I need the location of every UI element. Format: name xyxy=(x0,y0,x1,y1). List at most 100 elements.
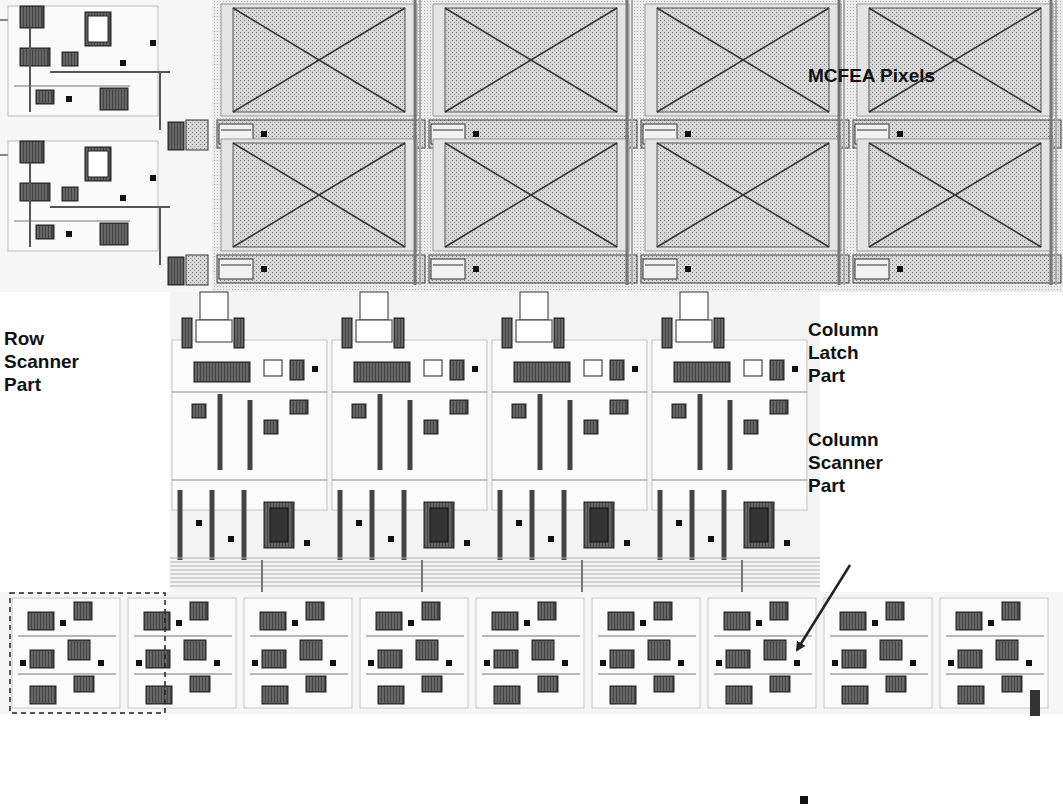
gate-finger xyxy=(458,401,459,413)
column-line xyxy=(1055,135,1057,285)
leader-arrow xyxy=(797,565,850,650)
gate-finger xyxy=(517,687,518,703)
gate-finger xyxy=(746,651,747,667)
gate-finger xyxy=(301,361,302,379)
gate-finger xyxy=(25,7,26,27)
gate-finger xyxy=(41,226,42,238)
gate-finger xyxy=(844,651,845,667)
transistor-block xyxy=(502,318,512,348)
gate-bar xyxy=(641,255,849,283)
gate-finger xyxy=(540,641,541,659)
metal-wire xyxy=(332,480,487,481)
emitter-area xyxy=(657,143,829,247)
gate-finger xyxy=(775,677,776,691)
transistor-block xyxy=(146,686,172,704)
gate-finger xyxy=(853,687,854,703)
gate-finger xyxy=(25,184,26,200)
gate-finger xyxy=(860,613,861,629)
transistor-block xyxy=(424,502,454,548)
gate-finger xyxy=(308,603,309,619)
gate-finger xyxy=(621,401,622,413)
gate-finger xyxy=(380,651,381,667)
gate-finger xyxy=(894,603,895,619)
metal-wire xyxy=(172,480,327,481)
gate-finger xyxy=(311,641,312,659)
contact-via xyxy=(66,231,72,237)
gate-finger xyxy=(390,613,391,629)
gate-finger xyxy=(214,363,215,381)
gate-finger xyxy=(396,319,397,347)
pad-contact xyxy=(680,292,708,320)
transistor-block xyxy=(354,362,410,382)
gate-finger xyxy=(973,613,974,629)
gate-finger xyxy=(685,363,686,381)
gate-finger xyxy=(670,319,671,347)
gate-finger xyxy=(184,319,185,347)
gate-finger xyxy=(979,613,980,629)
gate-finger xyxy=(50,651,51,667)
gate-finger xyxy=(848,613,849,629)
gate-finger xyxy=(148,687,149,703)
gate-finger xyxy=(552,363,553,381)
gate-finger xyxy=(242,319,243,347)
contact-via xyxy=(716,660,722,666)
poly-line xyxy=(690,490,695,560)
gate-finger xyxy=(28,184,29,200)
gate-finger xyxy=(305,641,306,659)
transistor-block xyxy=(514,362,570,382)
gate-finger xyxy=(624,651,625,667)
gate-finger xyxy=(108,224,109,244)
gate-finger xyxy=(304,401,305,413)
gate-finger xyxy=(395,651,396,667)
gate-finger xyxy=(507,319,508,347)
gate-finger xyxy=(199,363,200,381)
transistor-block xyxy=(74,602,92,620)
gate-finger xyxy=(276,687,277,703)
gate-finger xyxy=(464,401,465,413)
transistor-block xyxy=(262,686,288,704)
transistor-block xyxy=(450,360,464,380)
gate-finger xyxy=(386,687,387,703)
marker-dot xyxy=(800,796,808,804)
contact-via xyxy=(548,536,554,542)
gate-finger xyxy=(555,363,556,381)
gate-finger xyxy=(179,258,180,284)
poly-line xyxy=(728,400,733,470)
gate-finger xyxy=(621,651,622,667)
gate-finger xyxy=(1010,677,1011,691)
gate-finger xyxy=(35,651,36,667)
gate-finger xyxy=(612,687,613,703)
gate-finger xyxy=(749,687,750,703)
gate-finger xyxy=(676,363,677,381)
metal-wire xyxy=(332,392,487,393)
gate-finger xyxy=(323,677,324,691)
emitter-cross xyxy=(233,8,405,112)
gate-finger xyxy=(534,363,535,381)
gate-finger xyxy=(424,677,425,691)
contact-via xyxy=(676,520,682,526)
transistor-block xyxy=(424,420,438,434)
transistor-block xyxy=(492,612,518,630)
scanner-stage xyxy=(244,598,352,708)
gate-finger xyxy=(859,651,860,667)
gate-finger xyxy=(273,651,274,667)
gate-finger xyxy=(506,613,507,629)
gate-finger xyxy=(515,613,516,629)
gate-finger xyxy=(37,49,38,65)
gate-finger xyxy=(546,641,547,659)
gate-finger xyxy=(272,421,273,433)
poly-line xyxy=(378,394,383,470)
transistor-block xyxy=(714,318,724,348)
gate-finger xyxy=(552,677,553,691)
gate-finger xyxy=(618,361,619,379)
gate-finger xyxy=(624,687,625,703)
gate-finger xyxy=(264,687,265,703)
gate-finger xyxy=(543,603,544,619)
gate-finger xyxy=(1010,603,1011,619)
gate-finger xyxy=(36,613,37,629)
gate-finger xyxy=(377,363,378,381)
emitter-area xyxy=(233,143,405,247)
transistor-block xyxy=(840,612,866,630)
poly-line xyxy=(658,490,663,560)
gate-finger xyxy=(76,641,77,659)
